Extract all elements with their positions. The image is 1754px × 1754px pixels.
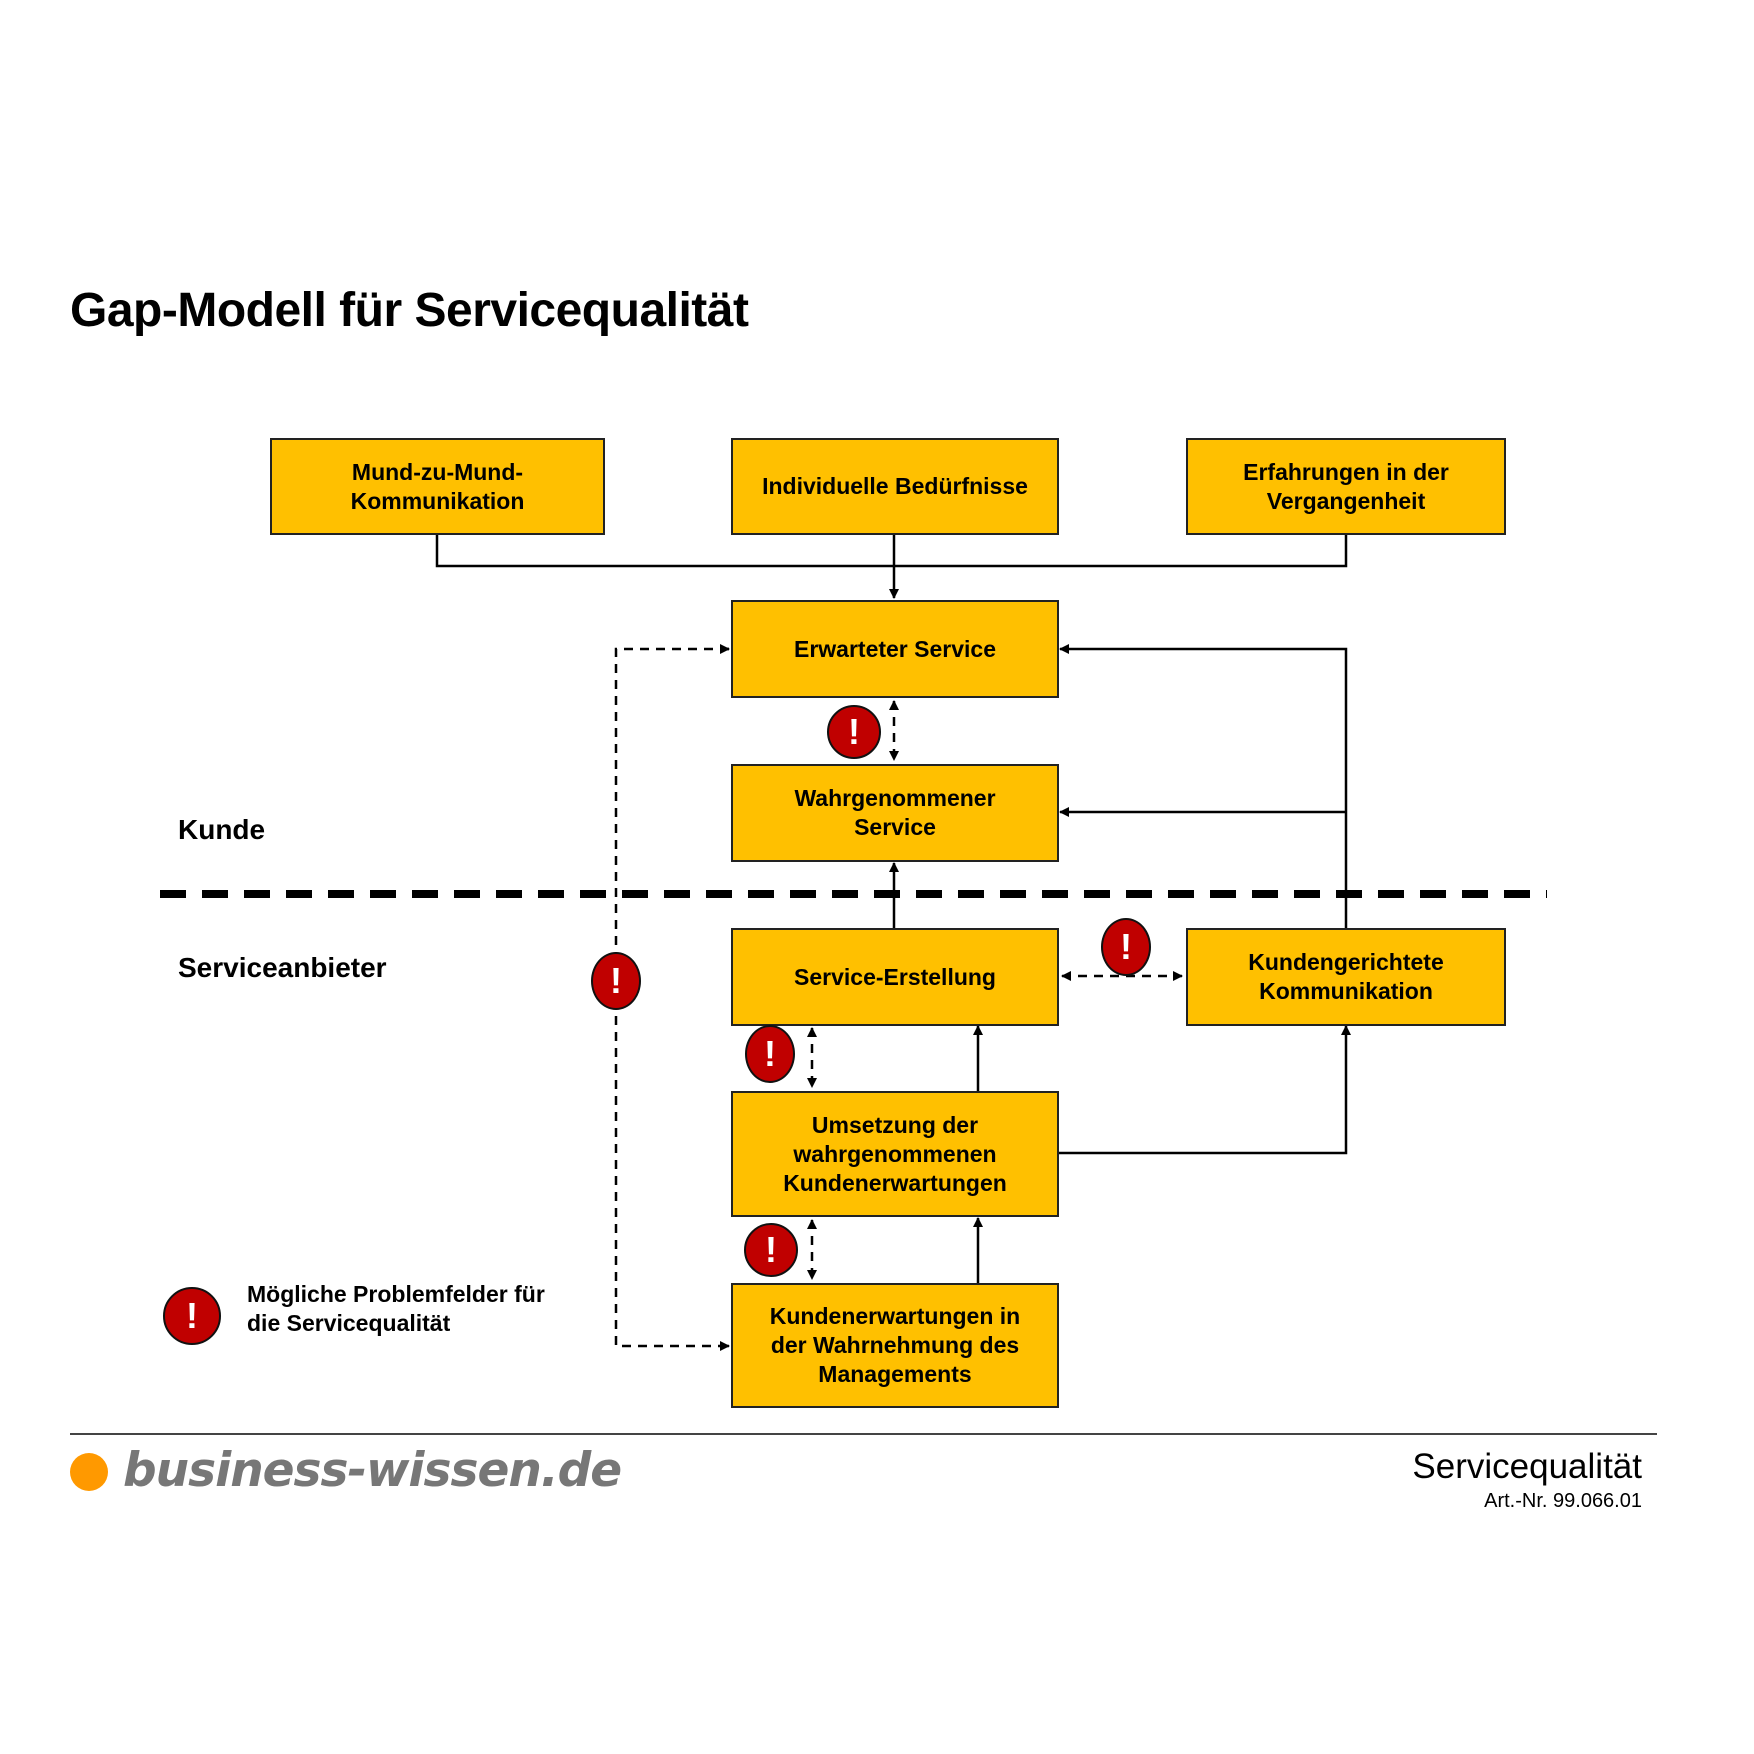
brand-logo-text: business-wissen.de — [123, 1443, 622, 1498]
gap5-exclamation-icon: ! — [827, 705, 881, 759]
page-title: Gap-Modell für Servicequalität — [70, 284, 749, 337]
box-service-delivery: Service-Erstellung — [731, 928, 1059, 1026]
box-expected-service: Erwarteter Service — [731, 600, 1059, 698]
zone-label-customer: Kunde — [178, 814, 266, 845]
footer-divider — [70, 1433, 1657, 1435]
legend-exclamation-icon: ! — [163, 1287, 221, 1345]
connector-past-experience — [894, 534, 1348, 568]
box-past-experience: Erfahrungen in der Vergangenheit — [1186, 438, 1506, 535]
document-title: Servicequalität — [1412, 1447, 1642, 1486]
box-personal-needs: Individuelle Bedürfnisse — [731, 438, 1059, 535]
box-management-perception: Kundenerwartungen in der Wahrnehmung des… — [731, 1283, 1059, 1408]
gap1-dashed-connector — [614, 647, 729, 1348]
arrow-specs-to-external-comm — [1058, 1025, 1351, 1155]
box-perceived-service: Wahrgenommener Service — [731, 764, 1059, 862]
box-external-communication: Kundengerichtete Kommunikation — [1186, 928, 1506, 1026]
zone-label-provider: Serviceanbieter — [178, 952, 387, 983]
brand-dot-icon — [70, 1453, 108, 1491]
box-service-specs: Umsetzung der wahrgenommenen Kundenerwar… — [731, 1091, 1059, 1217]
gap1-exclamation-icon: ! — [591, 952, 641, 1010]
document-number: Art.-Nr. 99.066.01 — [1484, 1490, 1642, 1512]
gap2-exclamation-icon: ! — [744, 1223, 798, 1277]
connector-word-of-mouth — [435, 534, 894, 568]
gap4-exclamation-icon: ! — [1101, 918, 1151, 976]
legend-text: Mögliche Problemfelder für die Servicequ… — [247, 1281, 545, 1336]
connector-external-comm-to-expected — [1059, 644, 1348, 928]
box-word-of-mouth: Mund-zu-Mund- Kommunikation — [270, 438, 605, 535]
gap3-exclamation-icon: ! — [745, 1025, 795, 1083]
